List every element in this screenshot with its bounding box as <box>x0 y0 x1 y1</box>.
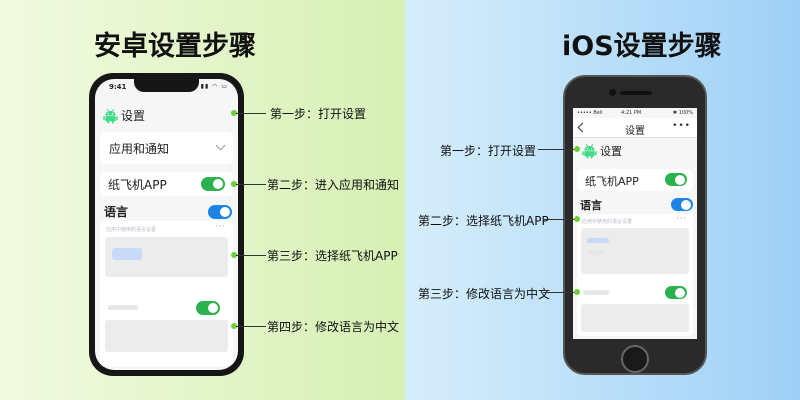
more-icon[interactable]: ··· <box>215 222 226 231</box>
connector-line <box>543 292 575 293</box>
connector-line <box>236 113 266 114</box>
language-settings-panel: 应用中使用的语言设置 ··· <box>100 221 233 366</box>
camera <box>609 89 616 96</box>
ios-nav-title: 设置 <box>625 126 645 137</box>
settings-header: 设置 <box>103 107 145 124</box>
apps-notifications-label: 应用和通知 <box>109 142 170 156</box>
ios-screen: ••••• Bell 4:21 PM ✱ 100% 设置 ••• 设置 <box>573 108 697 339</box>
android-phone: 9:41 ▮▮ ◠ ▭ 设置 应用和通知 纸飞机APP <box>89 73 244 376</box>
ios-step-1: 第一步：打开设置 <box>440 144 537 158</box>
language-toggle[interactable] <box>208 205 232 219</box>
ios-status-bar: ••••• Bell 4:21 PM ✱ 100% <box>573 108 697 118</box>
ios-nav-bar: 设置 ••• <box>573 118 697 138</box>
phone-notch <box>134 79 199 92</box>
more-icon[interactable]: ··· <box>676 214 687 223</box>
android-screen: 9:41 ▮▮ ◠ ▭ 设置 应用和通知 纸飞机APP <box>95 79 238 370</box>
iphone: ••••• Bell 4:21 PM ✱ 100% 设置 ••• 设置 <box>563 75 707 375</box>
ios-heading: iOS设置步骤 <box>562 31 722 62</box>
language-label: 语言 <box>104 205 129 219</box>
option-box[interactable] <box>105 320 228 352</box>
status-icons: ▮▮ ◠ ▭ <box>200 83 228 90</box>
chinese-toggle[interactable] <box>665 286 687 299</box>
android-robot-icon <box>103 108 118 123</box>
home-button[interactable] <box>621 345 649 373</box>
step-dot <box>574 146 580 152</box>
speaker <box>620 91 652 95</box>
android-step-4: 第四步：修改语言为中文 <box>267 320 400 334</box>
settings-title: 设置 <box>600 145 622 158</box>
app-toggle[interactable] <box>201 177 225 191</box>
app-toggle[interactable] <box>665 173 687 186</box>
language-settings-panel: 应用中使用的语言设置 ··· <box>577 214 693 336</box>
android-step-1: 第一步：打开设置 <box>270 107 367 121</box>
app-item-telegram[interactable]: 纸飞机APP <box>100 172 233 196</box>
more-icon[interactable]: ••• <box>672 121 691 131</box>
battery: ✱ 100% <box>672 110 693 116</box>
app-item-telegram[interactable]: 纸飞机APP <box>577 169 693 191</box>
ios-step-2: 第二步：选择纸飞机APP <box>418 214 549 228</box>
settings-title: 设置 <box>121 109 146 123</box>
language-toggle[interactable] <box>671 198 693 211</box>
app-item-label: 纸飞机APP <box>108 178 167 192</box>
language-label: 语言 <box>580 199 602 212</box>
chinese-toggle[interactable] <box>196 301 220 315</box>
settings-header: 设置 <box>582 143 622 159</box>
app-item-label: 纸飞机APP <box>585 175 639 188</box>
apps-notifications-item[interactable]: 应用和通知 <box>100 132 233 164</box>
android-robot-icon <box>582 143 597 159</box>
status-time: 9:41 <box>109 83 127 91</box>
blurred-text <box>583 290 609 295</box>
panel-caption: 应用中使用的语言设置 <box>106 227 157 233</box>
connector-line <box>236 184 266 185</box>
android-heading: 安卓设置步骤 <box>94 31 256 62</box>
option-box[interactable] <box>581 304 689 332</box>
blurred-text <box>108 305 138 310</box>
step-dot <box>574 289 580 295</box>
selected-language[interactable] <box>112 248 142 260</box>
ios-step-3: 第三步：修改语言为中文 <box>418 287 551 301</box>
step-dot <box>574 216 580 222</box>
panel-caption: 应用中使用的语言设置 <box>582 219 633 225</box>
chevron-down-icon <box>215 140 226 151</box>
android-step-2: 第二步：进入应用和通知 <box>267 178 400 192</box>
blurred-text <box>587 250 605 255</box>
ios-status-time: 4:21 PM <box>621 110 642 116</box>
selected-language[interactable] <box>587 238 609 243</box>
connector-line <box>236 326 266 327</box>
step-dot <box>231 323 237 329</box>
step-dot <box>231 110 237 116</box>
step-dot <box>231 181 237 187</box>
step-dot <box>231 252 237 258</box>
connector-line <box>538 149 575 150</box>
carrier: ••••• Bell <box>577 110 603 116</box>
connector-line <box>543 219 575 220</box>
android-step-3: 第三步：选择纸飞机APP <box>267 249 398 263</box>
connector-line <box>236 255 266 256</box>
